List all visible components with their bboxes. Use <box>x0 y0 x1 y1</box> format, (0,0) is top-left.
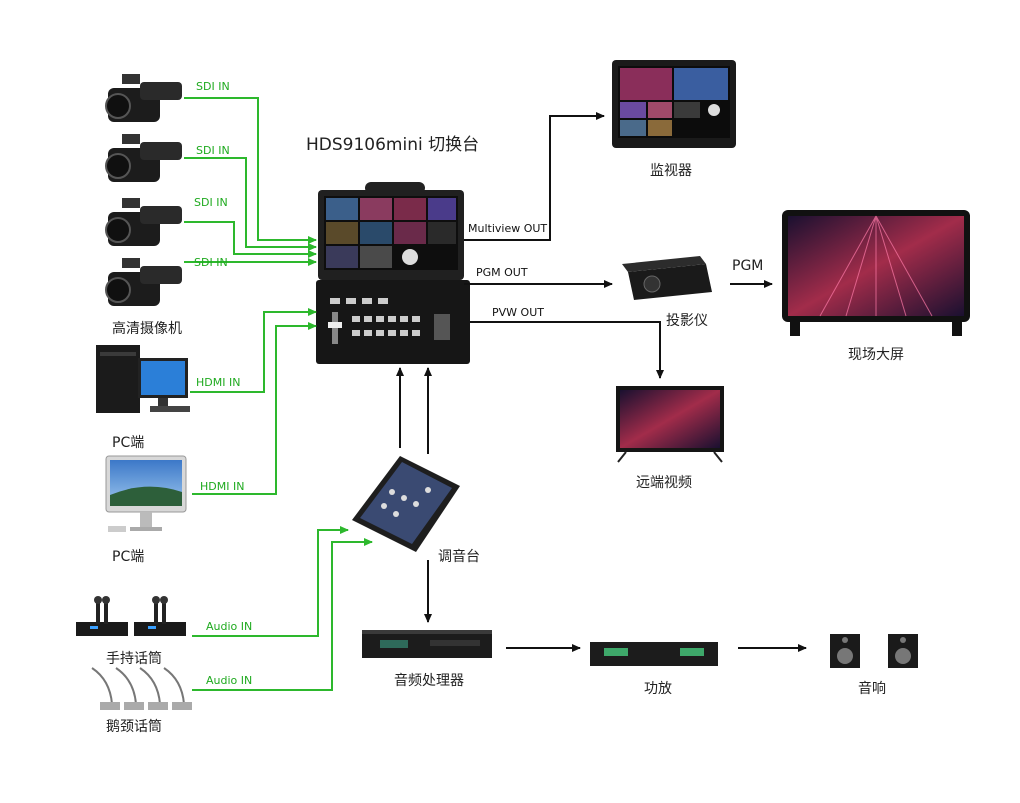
audio-processor <box>362 630 492 658</box>
pc-tower <box>96 345 190 413</box>
audio-processor-caption: 音频处理器 <box>394 673 464 689</box>
remote-video-caption: 远端视频 <box>636 475 692 491</box>
camera-4 <box>105 258 182 306</box>
amplifier-caption: 功放 <box>644 681 672 697</box>
gooseneck-mic-set <box>91 667 192 710</box>
audio-mixer <box>352 456 460 552</box>
pc-imac <box>105 455 187 532</box>
pc-imac-caption: PC端 <box>112 549 145 565</box>
sdi-in-label-3: SDI IN <box>194 196 228 209</box>
audio-in-label-2: Audio IN <box>206 674 253 687</box>
multiview-out-label: Multiview OUT <box>468 222 548 235</box>
camera-1 <box>105 74 182 122</box>
camera-caption: 高清摄像机 <box>112 321 182 337</box>
sdi-in-label-4: SDI IN <box>194 256 228 269</box>
big-screen-caption: 现场大屏 <box>848 347 904 363</box>
hdmi-in-label-2: HDMI IN <box>200 480 245 493</box>
camera-2 <box>105 134 182 182</box>
switcher-title: HDS9106mini 切换台 <box>306 135 480 155</box>
pc-tower-caption: PC端 <box>112 435 145 451</box>
big-screen <box>782 210 970 336</box>
output-wires <box>396 112 807 652</box>
mixer-caption: 调音台 <box>438 549 480 565</box>
sdi-in-label-1: SDI IN <box>196 80 230 93</box>
camera-3 <box>105 198 182 246</box>
speakers-caption: 音响 <box>858 681 886 697</box>
monitor-caption: 监视器 <box>650 163 692 179</box>
handheld-mic-caption: 手持话筒 <box>106 651 162 667</box>
amplifier <box>590 642 718 666</box>
speakers <box>830 634 918 668</box>
projector-device <box>622 256 712 300</box>
field-monitor <box>612 60 736 148</box>
remote-tv <box>616 386 724 463</box>
sdi-in-label-2: SDI IN <box>196 144 230 157</box>
gooseneck-mic-caption: 鹅颈话筒 <box>106 719 162 735</box>
pgm-label: PGM <box>732 258 764 274</box>
handheld-mic-set <box>76 596 186 636</box>
switcher-device <box>316 182 470 364</box>
input-wires <box>184 97 373 691</box>
pvw-out-label: PVW OUT <box>492 306 544 319</box>
projector-caption: 投影仪 <box>666 313 708 329</box>
hdmi-in-label-1: HDMI IN <box>196 376 241 389</box>
pgm-out-label: PGM OUT <box>476 266 528 279</box>
audio-in-label-1: Audio IN <box>206 620 253 633</box>
